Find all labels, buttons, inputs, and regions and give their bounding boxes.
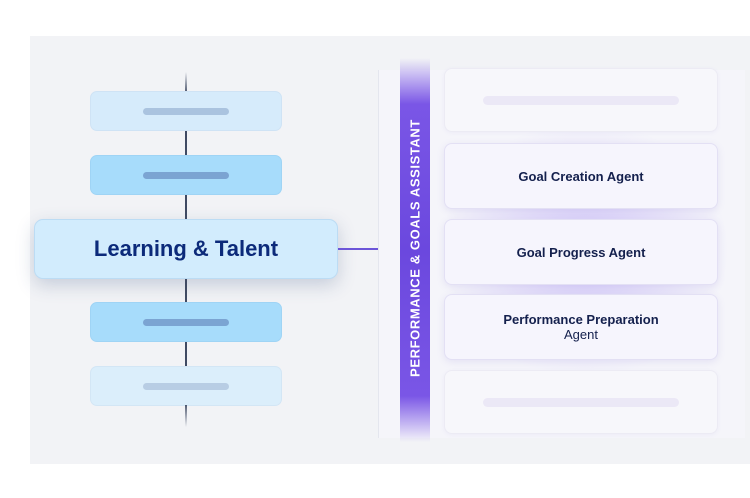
hierarchy-line: [185, 342, 187, 366]
connector-line: [338, 248, 378, 250]
placeholder-bar: [143, 382, 229, 390]
agent-card-goal-progress[interactable]: Goal Progress Agent: [444, 219, 718, 285]
hierarchy-node-placeholder-1: [90, 91, 282, 131]
placeholder-bar: [483, 95, 679, 105]
assistant-band: [400, 58, 430, 442]
agent-card-label: Goal Progress Agent: [516, 244, 646, 260]
learning-talent-node[interactable]: Learning & Talent: [34, 219, 338, 279]
hierarchy-node-placeholder-4: [90, 302, 282, 342]
agent-card-label-line2: Agent: [564, 327, 598, 342]
placeholder-bar: [483, 397, 679, 407]
placeholder-bar: [143, 318, 229, 326]
hierarchy-line: [185, 131, 187, 155]
hierarchy-line: [185, 195, 187, 219]
assistant-title: PERFORMANCE & GOALS ASSISTANT: [407, 119, 423, 377]
agent-card-label: Goal Creation Agent: [518, 168, 644, 184]
learning-talent-label: Learning & Talent: [93, 236, 279, 261]
placeholder-bar: [143, 107, 229, 115]
placeholder-bar: [143, 171, 229, 179]
hierarchy-line-top: [185, 72, 187, 92]
agent-card-placeholder-top: [444, 68, 718, 132]
agent-card-label-line1: Performance Preparation: [503, 312, 659, 327]
hierarchy-node-placeholder-2: [90, 155, 282, 195]
hierarchy-line: [185, 279, 187, 302]
agent-card-goal-creation[interactable]: Goal Creation Agent: [444, 143, 718, 209]
hierarchy-line-bottom: [185, 405, 187, 427]
hierarchy-node-placeholder-5: [90, 366, 282, 406]
agent-card-placeholder-bottom: [444, 370, 718, 434]
agent-card-performance-preparation[interactable]: Performance Preparation Agent: [444, 294, 718, 360]
